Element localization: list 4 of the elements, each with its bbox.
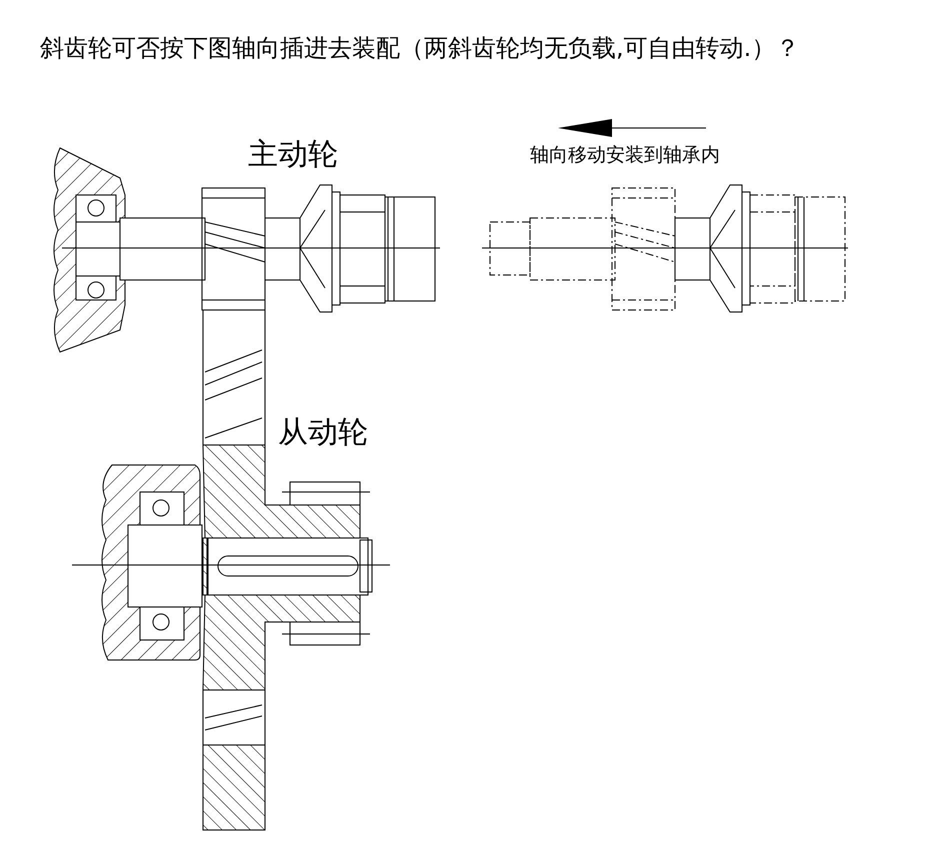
part-label: 主动轮 (248, 140, 338, 170)
title: 斜齿轮可否按下图轴向插进去装配（两斜齿轮均无负载,可自由转动.）？ (40, 33, 800, 64)
part-label: 从动轮 (278, 418, 368, 448)
part-label: 轴向移动安装到轴承内 (530, 146, 720, 165)
